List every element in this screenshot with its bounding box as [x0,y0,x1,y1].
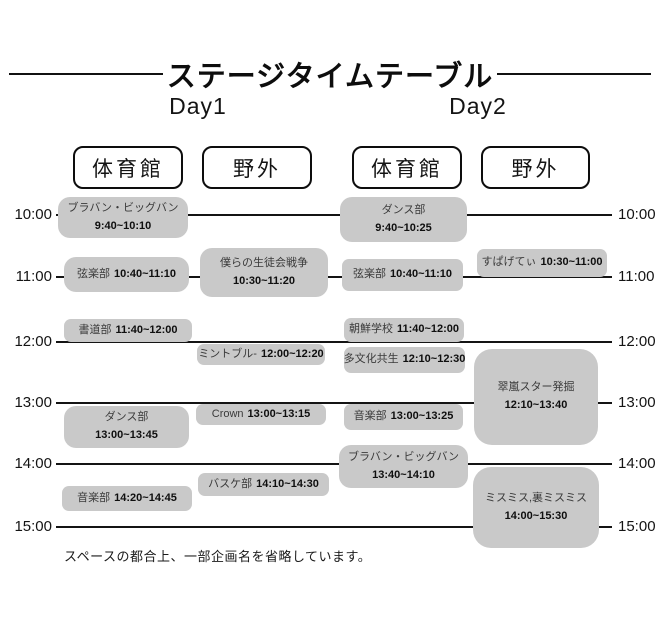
event-time: 10:40~11:10 [389,268,453,281]
event-name: ダンス部 [381,203,426,216]
event-name: バスケ部 [208,477,253,490]
time-line-15:00 [56,526,612,528]
time-label-left-11:00: 11:00 [15,268,52,285]
time-label-right-13:00: 13:00 [618,394,656,411]
event-time: 9:40~10:25 [375,221,432,234]
event-time: 13:00~13:25 [390,410,454,423]
time-label-left-12:00: 12:00 [14,333,52,350]
event-name: すぱげてぃ [481,256,537,269]
event-time: 10:30~11:00 [540,256,603,269]
title-rule-right [497,73,651,75]
event-box: ミントブル-12:00~12:20 [197,344,325,365]
event-time: 10:40~11:10 [113,267,177,280]
footer-note: スペースの都合上、一部企画名を省略しています。 [64,549,372,564]
time-label-left-14:00: 14:00 [14,455,52,472]
time-label-right-15:00: 15:00 [618,518,656,535]
event-name: ブラバン・ビッグバン [348,450,459,463]
event-name: ミスミス,裏ミスミス [484,491,588,504]
event-name: ダンス部 [104,411,149,424]
event-box: 僕らの生徒会戦争 10:30~11:20 [200,248,328,297]
event-time: 14:20~14:45 [114,491,177,504]
event-name: 多文化共生 [343,353,399,366]
event-time: 12:10~13:40 [504,399,568,411]
day2-label: Day2 [449,93,507,119]
event-time: 13:00~13:15 [247,407,311,420]
venue-header-day2-gym: 体育館 [352,146,462,189]
event-box: ダンス部 9:40~10:25 [340,197,467,242]
event-box: ダンス部 13:00~13:45 [64,406,189,448]
event-time: 11:40~12:00 [396,323,460,336]
time-line-11:00 [56,276,612,278]
time-label-left-13:00: 13:00 [14,394,52,411]
day1-label: Day1 [169,93,227,119]
event-time: 14:10~14:30 [256,477,319,490]
event-time: 13:00~13:45 [95,429,158,441]
event-name: 書道部 [78,323,112,336]
event-box: 翠嵐スター発掘 12:10~13:40 [474,349,598,445]
event-name: 翠嵐スター発掘 [497,381,575,394]
event-time: 13:40~14:10 [372,468,435,481]
time-line-13:00 [56,402,612,404]
event-name: ミントブル- [198,347,257,360]
time-label-right-11:00: 11:00 [618,268,655,285]
time-label-right-12:00: 12:00 [618,333,656,350]
event-time: 9:40~10:10 [94,219,152,232]
time-label-right-10:00: 10:00 [618,206,656,223]
event-time: 14:00~15:30 [504,509,568,522]
time-label-right-14:00: 14:00 [618,455,656,472]
venue-header-day1-outdoor: 野外 [202,146,312,189]
event-name: ブラバン・ビッグバン [67,201,179,214]
event-name: 弦楽部 [352,268,386,281]
event-time: 12:10~12:30 [402,353,466,366]
venue-header-day2-outdoor: 野外 [481,146,590,189]
event-name: 音楽部 [353,410,387,423]
event-time: 11:40~12:00 [115,323,178,336]
time-line-12:00 [56,341,612,343]
time-line-14:00 [56,463,612,465]
event-name: 弦楽部 [76,267,110,280]
venue-header-day1-gym: 体育館 [73,146,183,189]
event-time: 12:00~12:20 [260,347,324,360]
event-box: ミスミス,裏ミスミス 14:00~15:30 [473,467,599,548]
time-label-left-10:00: 10:00 [14,206,52,223]
event-box: ブラバン・ビッグバン 13:40~14:10 [339,445,468,488]
time-label-left-15:00: 15:00 [14,518,52,535]
page-title: ステージタイムテーブル [166,61,494,93]
event-name: 朝鮮学校 [348,323,393,336]
title-row: ステージタイムテーブル [0,53,660,95]
event-name: 僕らの生徒会戦争 [220,256,308,269]
event-box: ブラバン・ビッグバン 9:40~10:10 [58,197,188,238]
event-name: Crown [211,407,244,420]
event-name: 音楽部 [77,491,111,504]
event-time: 10:30~11:20 [232,274,296,287]
title-rule-left [9,73,163,75]
time-line-10:00 [56,214,612,216]
